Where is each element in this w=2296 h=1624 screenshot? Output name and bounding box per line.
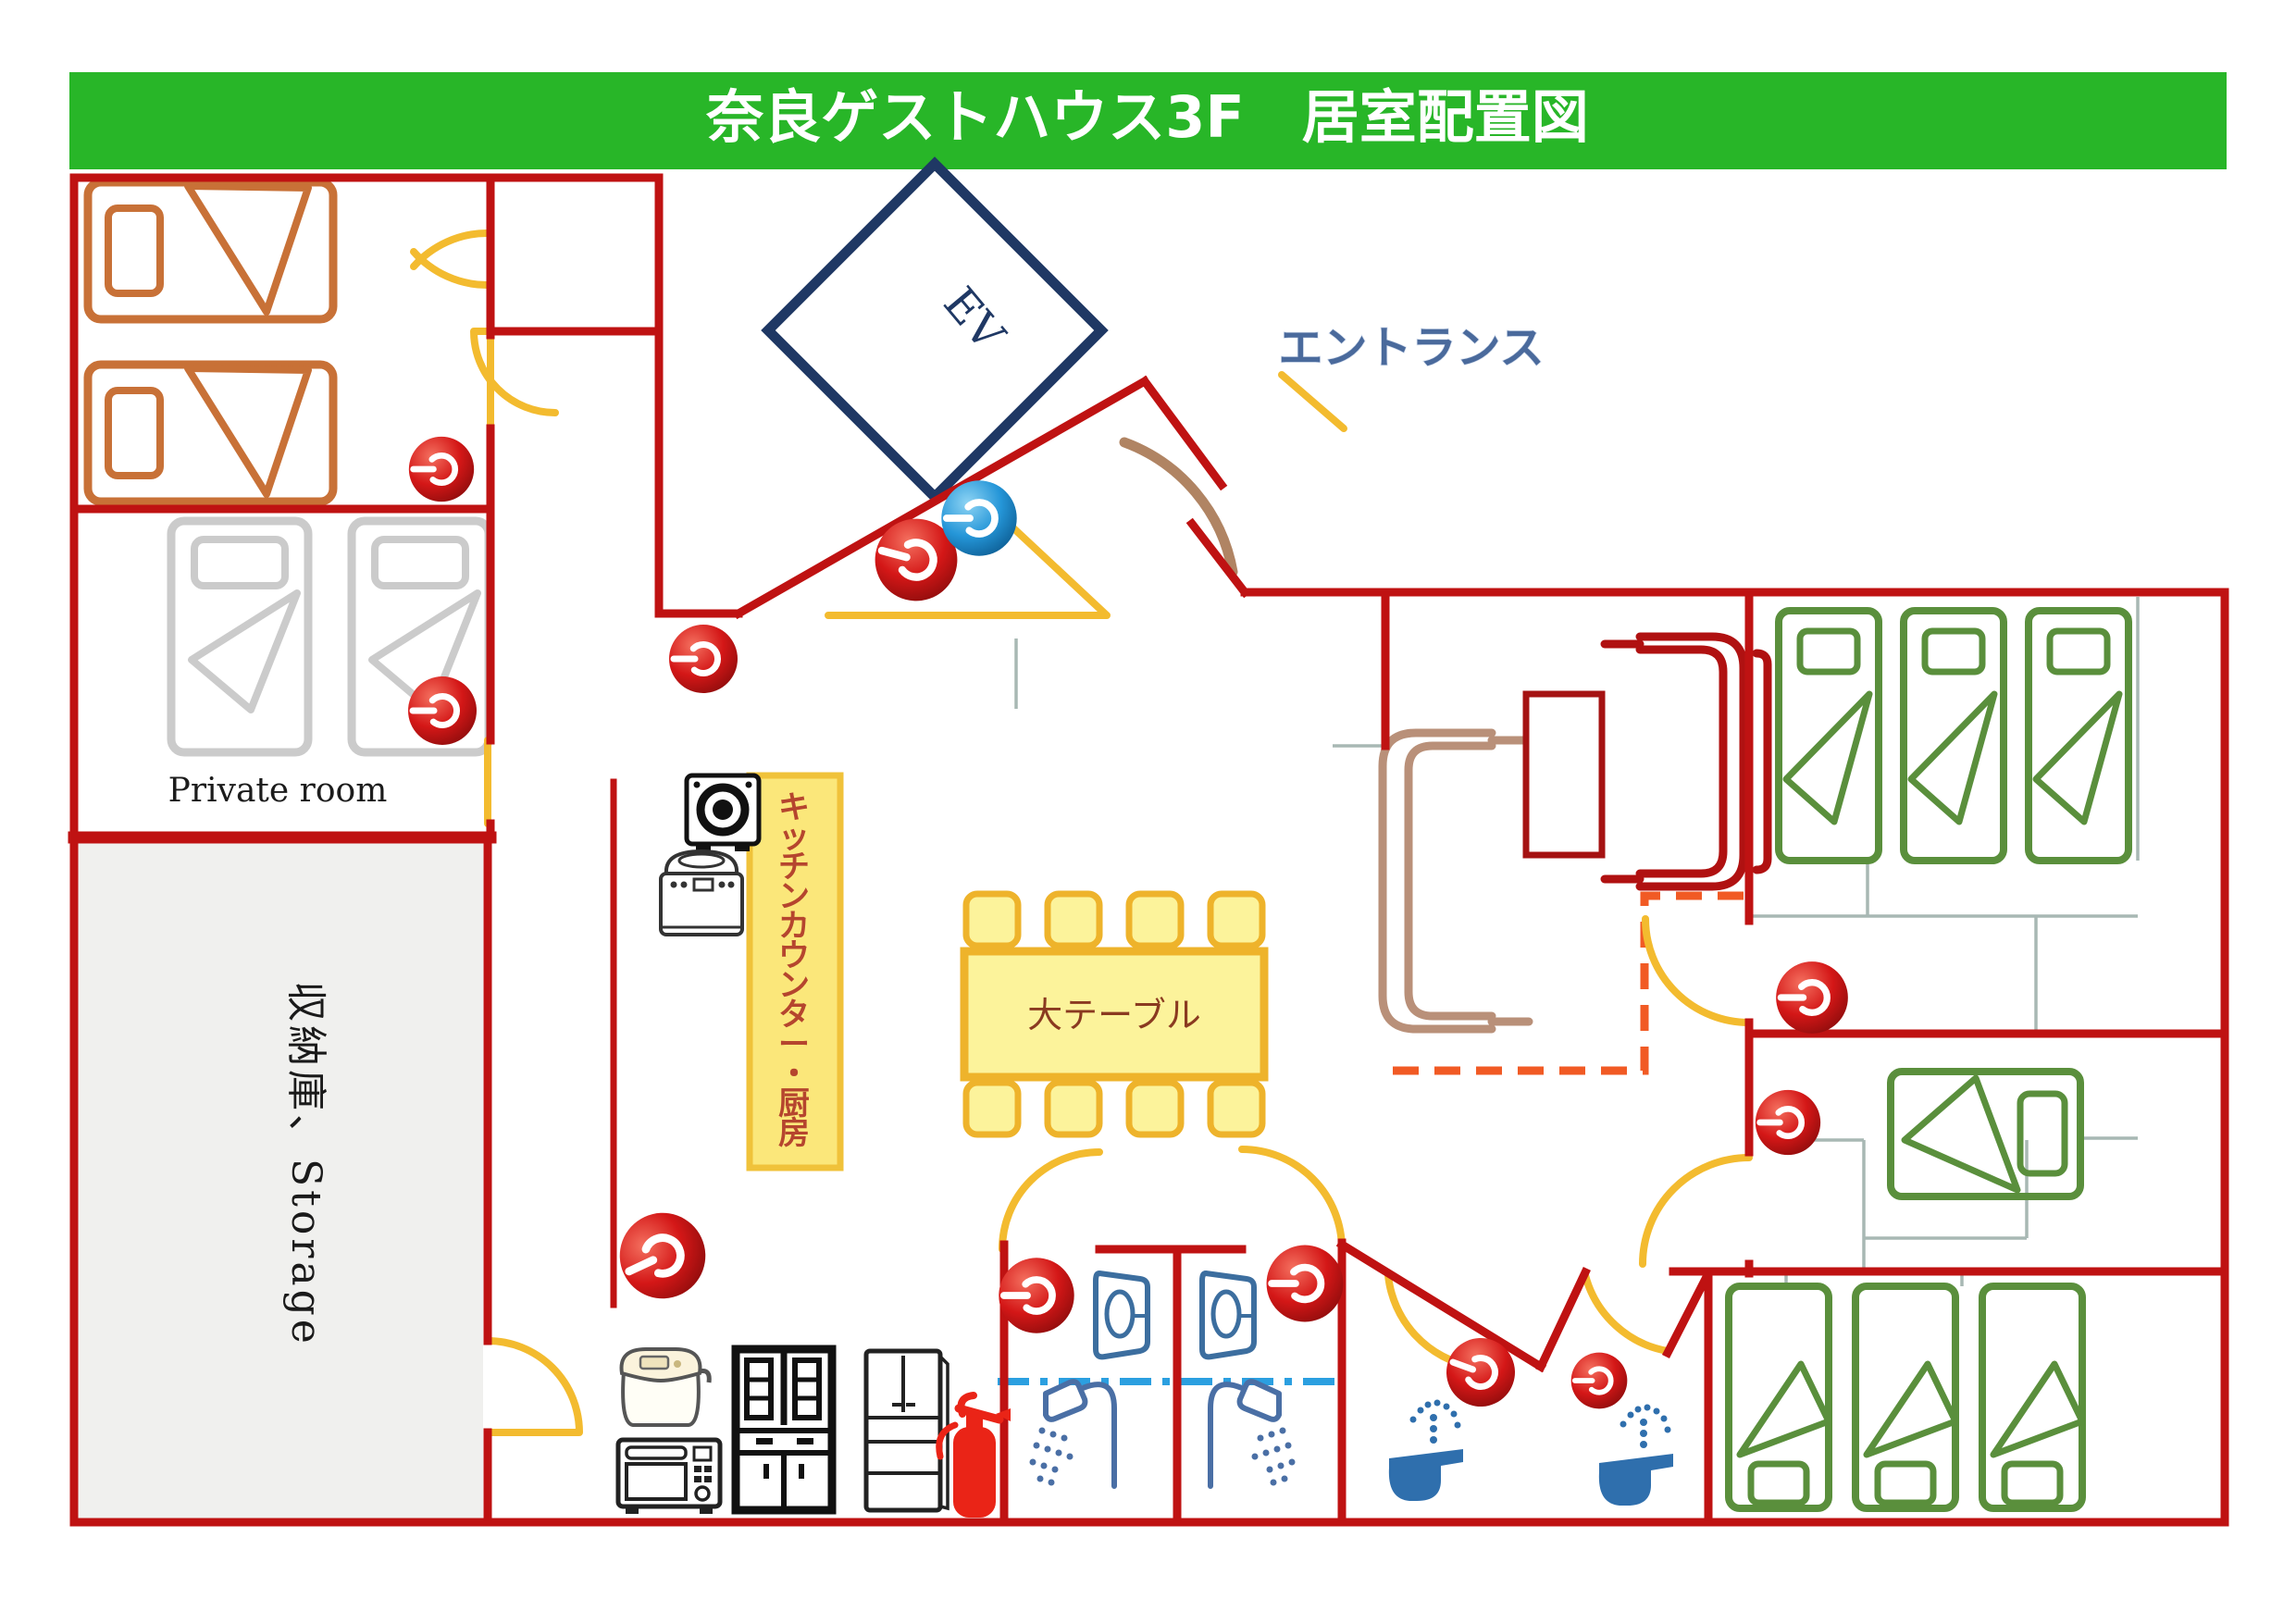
water-boiler-icon <box>659 849 744 936</box>
door-swing-arc <box>1642 915 1753 1026</box>
rice-cooker-icon <box>619 1347 712 1427</box>
door-swing-arc <box>470 328 559 416</box>
kitchen-counter-strip: キッチンカウンター・厨房 <box>746 772 844 1172</box>
door-swing-arc <box>1639 1154 1753 1268</box>
power-button-icon <box>1267 1246 1344 1322</box>
sofa-icon <box>1378 728 1533 1034</box>
bed-icon <box>1982 1286 2082 1508</box>
elevator: EV <box>761 156 1109 504</box>
bed-icon <box>1891 1072 2080 1196</box>
bidet-toilet-icon <box>1598 1404 1673 1506</box>
lounge-furniture <box>1378 632 1772 1034</box>
power-button-blue-icon <box>941 480 1016 555</box>
shower-head-icon <box>1210 1382 1296 1486</box>
power-button-icon <box>408 676 477 745</box>
door-swing-arc <box>1582 1271 1671 1355</box>
bed-icon <box>1779 611 1879 861</box>
bed-icon <box>171 521 308 752</box>
door-swing-arc <box>1238 1146 1346 1253</box>
door-swing-arc <box>484 1337 583 1436</box>
dashed-partition-line <box>1393 891 1744 1075</box>
bed-icon <box>88 365 333 502</box>
bed-icon <box>2029 611 2128 861</box>
large-table-icon <box>960 947 1269 1082</box>
power-button-icon <box>1756 1090 1820 1155</box>
power-button-icon <box>999 1258 1074 1333</box>
door-swing-line <box>1278 371 1347 432</box>
private-room-label: Private room <box>168 772 388 810</box>
sofa-icon <box>1600 632 1772 891</box>
entrance-label: エントランス <box>1278 322 1544 374</box>
kitchen-counter-label: キッチンカウンター・厨房 <box>778 789 810 1152</box>
entrance-door-arc <box>1119 437 1238 577</box>
storage-label: 収納庫、Storage <box>282 981 329 1347</box>
bed-icon <box>1729 1286 1829 1508</box>
power-button-icon <box>606 1199 720 1313</box>
chair-icon <box>1125 1079 1185 1138</box>
power-button-icon <box>1776 961 1848 1034</box>
chair-icon <box>1044 890 1103 949</box>
title-bar: 奈良ゲストハウス3F 居室配置図 <box>69 72 2227 169</box>
double-door-arc <box>410 229 491 270</box>
power-button-icon <box>1571 1353 1628 1409</box>
chair-icon <box>1044 1079 1103 1138</box>
shower-head-icon <box>1030 1382 1115 1486</box>
partition-lines <box>1014 597 2140 1288</box>
bed-icon <box>1904 611 2004 861</box>
power-button-icon <box>669 625 738 693</box>
dining-set: 大テーブル <box>960 890 1269 1138</box>
mirror-sink-icon <box>1096 1273 1148 1357</box>
chair-icon <box>962 890 1022 949</box>
walls <box>68 173 2229 1527</box>
power-button-icon <box>409 437 474 502</box>
chair-icon <box>1207 1079 1266 1138</box>
coffee-table-icon <box>1522 690 1606 859</box>
large-table-label: 大テーブル <box>1027 995 1201 1035</box>
cupboard-icon <box>731 1345 837 1515</box>
chair-icon <box>1207 890 1266 949</box>
refrigerator-icon <box>863 1348 949 1513</box>
microwave-icon <box>615 1437 723 1514</box>
mirror-sink-icon <box>1202 1273 1254 1357</box>
door-swing-arc <box>999 1148 1103 1253</box>
bed-icon <box>1855 1286 1955 1508</box>
power-button-icon <box>1437 1329 1525 1417</box>
fire-extinguisher-icon <box>936 1392 1011 1518</box>
door-swing-line <box>825 520 1111 619</box>
chair-icon <box>1125 890 1185 949</box>
bed-icon <box>88 182 333 319</box>
chair-icon <box>962 1079 1022 1138</box>
storage-room-area <box>78 841 483 1519</box>
exhaust-fan-icon <box>684 773 762 851</box>
page-title: 奈良ゲストハウス3F 居室配置図 <box>705 83 1589 151</box>
bidet-toilet-icon <box>1388 1399 1463 1501</box>
